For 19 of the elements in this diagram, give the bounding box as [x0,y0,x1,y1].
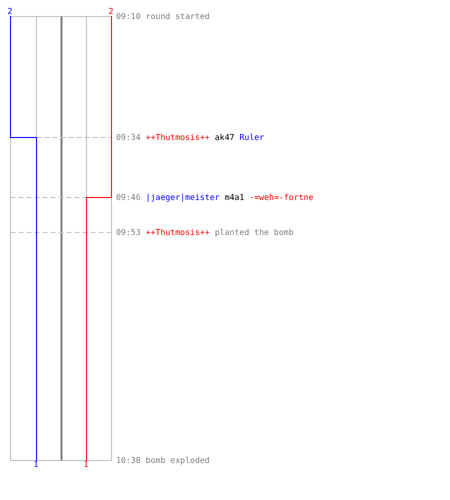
time-label: 10:38 [116,455,141,465]
time-label: 09:34 [116,132,141,142]
event-text: bomb exploded [146,455,210,465]
player-name: Ruler [239,132,264,142]
player-count: 1 [82,459,90,469]
event-text: planted the bomb [214,227,294,237]
weapon-name: m4a1 [224,192,244,202]
player-name: |jaeger|meister [146,192,220,202]
player-count: 1 [32,459,40,469]
weapon-name: ak47 [214,132,234,142]
time-label: 09:53 [116,227,141,237]
player-count: 2 [6,6,14,16]
player-name: ++Thutmosis++ [146,227,210,237]
player-name: -=weh=-fortne [249,192,314,202]
time-label: 09:10 [116,11,141,21]
player-name: ++Thutmosis++ [146,132,210,142]
player-count: 2 [108,6,114,16]
time-label: 09:46 [116,192,141,202]
event-text: round started [146,11,210,21]
